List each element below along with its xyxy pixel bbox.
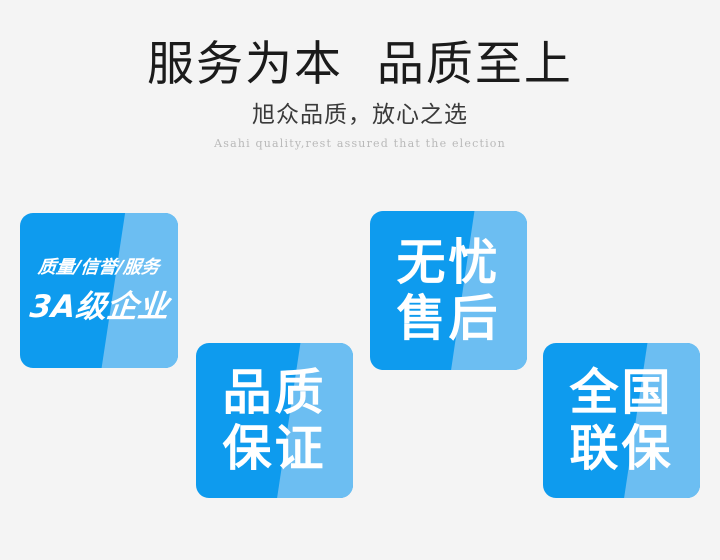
feature-card-quality-credit-service[interactable]: 质量/信誉/服务 3A级企业 bbox=[20, 213, 178, 368]
card-line-primary: 品质 bbox=[222, 363, 327, 421]
feature-card-worry-free-after-sales[interactable]: 无忧 售后 bbox=[370, 211, 527, 370]
page-subtitle: 旭众品质，放心之选 bbox=[252, 102, 468, 128]
card-line-primary: 全国 bbox=[569, 363, 674, 421]
card-text-block: 品质 保证 bbox=[196, 343, 353, 498]
feature-card-nationwide-warranty[interactable]: 全国 联保 bbox=[543, 343, 700, 498]
card-line-secondary: 售后 bbox=[396, 289, 501, 347]
feature-card-quality-guarantee[interactable]: 品质 保证 bbox=[196, 343, 353, 498]
card-text-block: 全国 联保 bbox=[543, 343, 700, 498]
page-subtitle-english: Asahi quality,rest assured that the elec… bbox=[214, 137, 506, 150]
card-line-secondary: 保证 bbox=[222, 419, 327, 477]
card-line-secondary: 联保 bbox=[569, 419, 674, 477]
card-text-block: 质量/信誉/服务 3A级企业 bbox=[20, 213, 178, 368]
header-block: 服务为本 品质至上 旭众品质，放心之选 Asahi quality,rest a… bbox=[0, 0, 720, 152]
card-line-secondary: 3A级企业 bbox=[27, 288, 171, 325]
card-line-primary: 质量/信誉/服务 bbox=[37, 256, 161, 278]
page-title: 服务为本 品质至上 bbox=[147, 37, 573, 92]
card-line-primary: 无忧 bbox=[396, 233, 501, 291]
card-text-block: 无忧 售后 bbox=[370, 211, 527, 370]
